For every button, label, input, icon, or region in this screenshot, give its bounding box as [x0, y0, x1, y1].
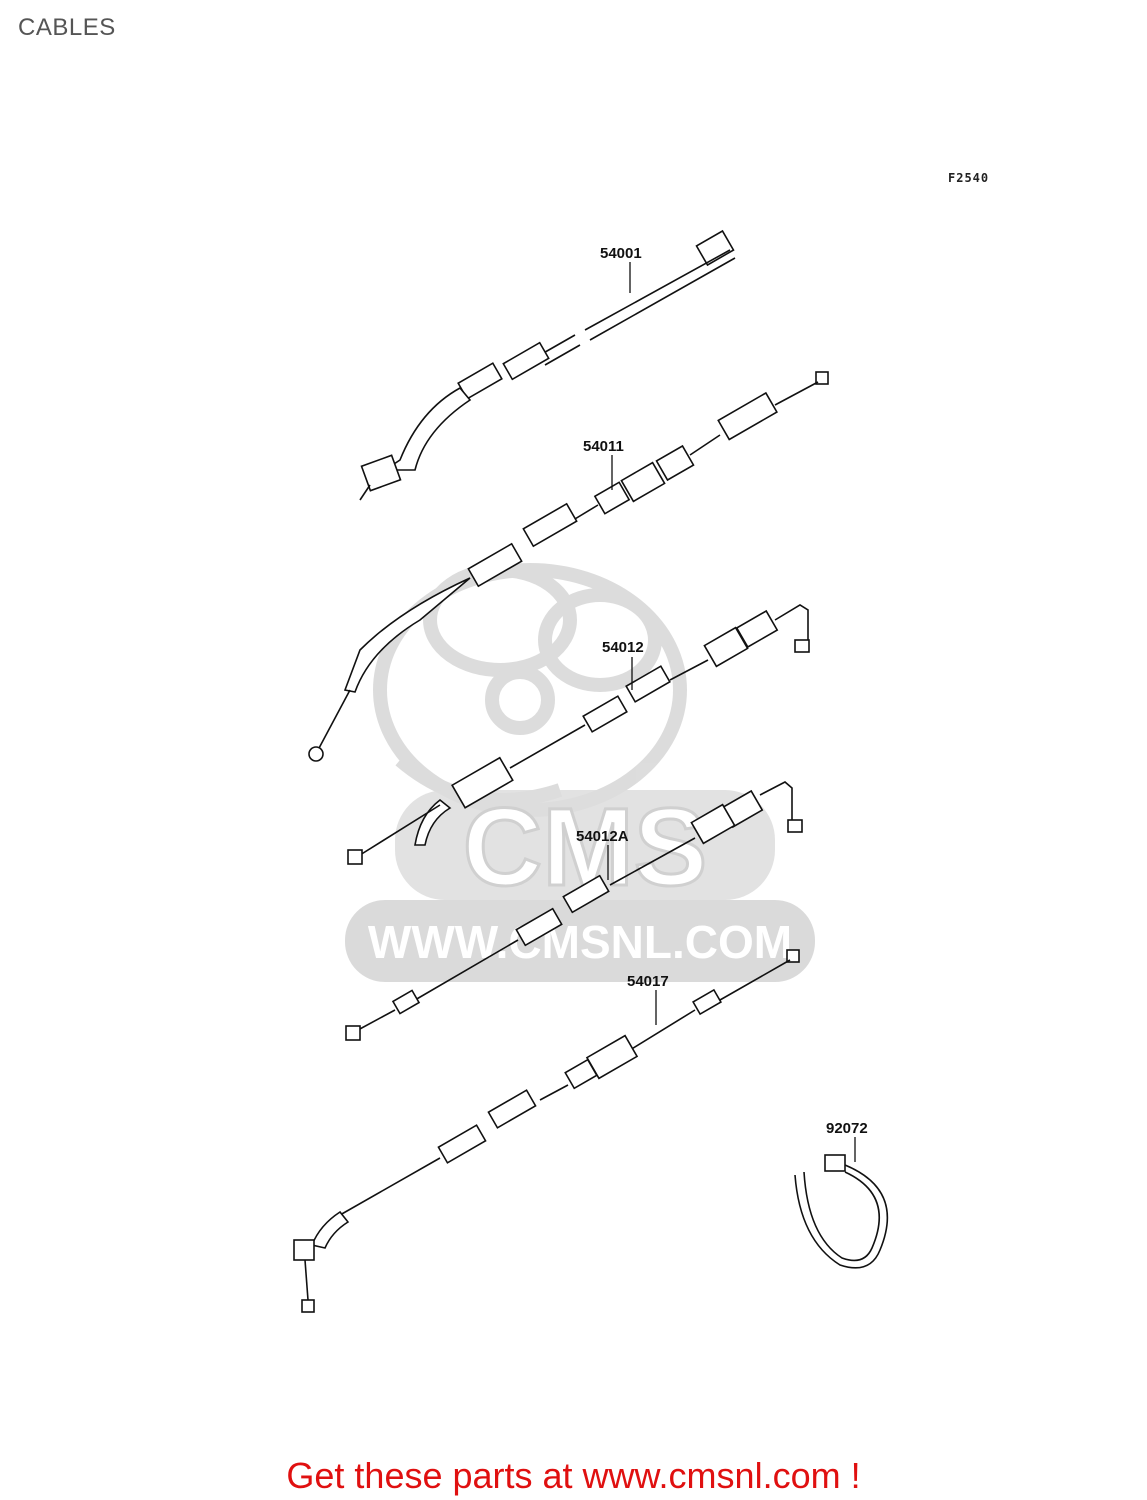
callout-54011: 54011 [583, 438, 624, 455]
callout-54017: 54017 [627, 973, 669, 990]
cable-54011 [308, 371, 829, 762]
callout-92072: 92072 [826, 1120, 868, 1137]
watermark-url: WWW.CMSNL.COM [368, 916, 792, 968]
callout-54012A: 54012A [576, 828, 629, 845]
callout-54012: 54012 [602, 639, 644, 656]
cable-54017 [293, 949, 800, 1313]
figure-code: F2540 [948, 171, 990, 185]
cable-54001 [359, 229, 736, 501]
page-title: CABLES [18, 14, 116, 41]
callout-54001: 54001 [600, 245, 642, 262]
cable-54012 [347, 604, 810, 865]
parts-diagram: CMS WWW.CMSNL.COM 54001 54011 [293, 229, 889, 1313]
footer-cta-link[interactable]: Get these parts at www.cmsnl.com ! [286, 1455, 861, 1496]
band-92072 [794, 1154, 889, 1269]
cable-54012A [345, 781, 803, 1041]
